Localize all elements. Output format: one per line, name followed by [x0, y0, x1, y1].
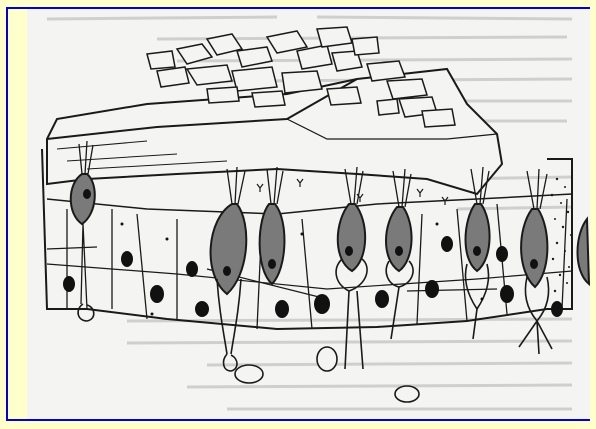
hair-cell: [338, 167, 365, 271]
free-cells: [235, 347, 419, 402]
hair-cell: [578, 219, 590, 284]
cuticular-marks: [257, 179, 448, 205]
slide-frame: [6, 7, 590, 421]
scanned-page: [27, 9, 590, 419]
nerve-endings: [78, 259, 552, 371]
inner-ear-epithelium-illustration: [27, 9, 590, 419]
hair-cell: [521, 169, 547, 287]
